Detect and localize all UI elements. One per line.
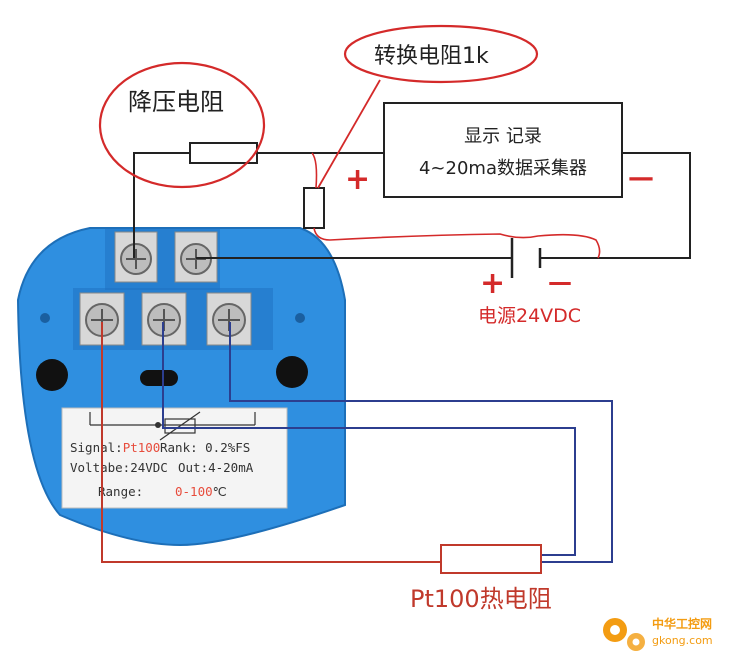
logger-minus-sign: — bbox=[628, 163, 654, 193]
range-unit: ℃ bbox=[213, 484, 227, 499]
signal-value: Pt100 bbox=[123, 440, 161, 455]
logger-plus-sign: + bbox=[345, 162, 370, 197]
pt100-label: Pt100热电阻 bbox=[410, 585, 552, 613]
power-plus-sign: + bbox=[480, 266, 505, 301]
data-logger: 显示 记录 4~20ma数据采集器 bbox=[383, 102, 623, 198]
wires-red bbox=[101, 322, 441, 563]
wires-blue bbox=[162, 322, 613, 563]
logger-line2: 4~20ma数据采集器 bbox=[419, 158, 587, 179]
signal-label: Signal: bbox=[70, 440, 123, 455]
terminal-top-left bbox=[114, 231, 158, 283]
watermark-url: gkong.com bbox=[652, 634, 713, 647]
mount-hole-left bbox=[36, 359, 68, 391]
center-slot bbox=[140, 370, 178, 386]
convert-pointer-line bbox=[317, 79, 381, 189]
voltage-text: Voltabe:24VDC bbox=[70, 460, 168, 475]
step-down-resistor bbox=[189, 142, 258, 164]
step-down-resistor-label: 降压电阻 bbox=[128, 88, 224, 116]
output-text: Out:4-20mA bbox=[178, 460, 254, 475]
convert-resistor bbox=[303, 187, 325, 229]
convert-highlight-ellipse bbox=[343, 24, 539, 84]
power-supply-label: 电源24VDC bbox=[478, 305, 581, 327]
mount-hole-right bbox=[276, 356, 308, 388]
watermark: 中华工控网 gkong.com bbox=[603, 616, 713, 651]
power-minus-sign: — bbox=[548, 268, 572, 296]
wires-black bbox=[133, 152, 691, 259]
range-value: 0-100 bbox=[175, 484, 213, 499]
convert-resistor-label: 转换电阻1k bbox=[374, 44, 489, 69]
logger-line1: 显示 记录 bbox=[464, 126, 542, 147]
nameplate: Signal:Pt100 Rank: 0.2%FS Voltabe:24VDC … bbox=[61, 407, 288, 509]
rank-text: Rank: 0.2%FS bbox=[160, 440, 250, 455]
pt100-resistor bbox=[440, 544, 542, 574]
step-down-highlight-ellipse bbox=[98, 61, 266, 189]
watermark-brand: 中华工控网 bbox=[652, 616, 712, 631]
svg-text:0-100℃: 0-100℃ bbox=[175, 484, 227, 499]
range-label: Range: bbox=[98, 484, 143, 499]
svg-text:Signal:Pt100: Signal:Pt100 bbox=[70, 440, 160, 455]
wires-hand-red bbox=[311, 152, 601, 259]
svg-text:Range:: Range: bbox=[98, 484, 143, 499]
battery-symbol bbox=[510, 238, 542, 278]
